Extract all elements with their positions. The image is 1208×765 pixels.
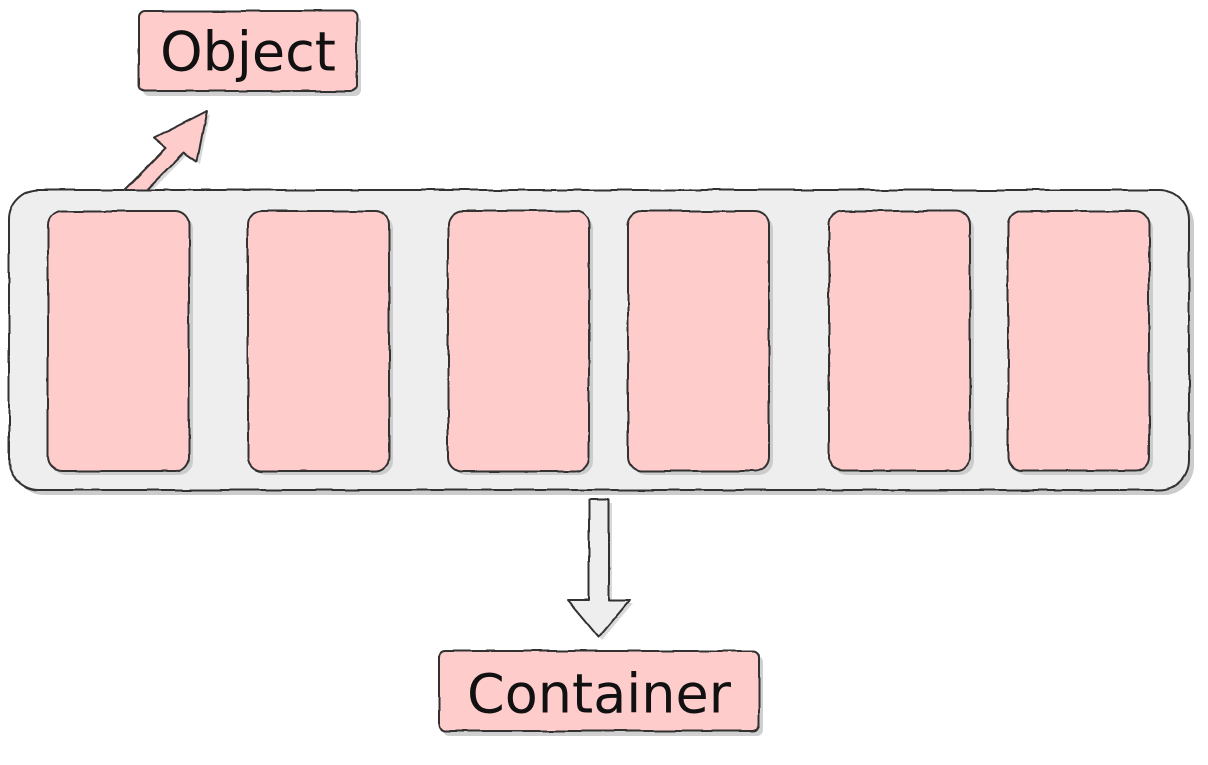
object-slot: [47, 210, 193, 475]
container-label-shape: [438, 650, 760, 732]
container-arrow: [567, 499, 633, 640]
object-label: Object: [160, 21, 336, 84]
object-slot: [828, 210, 974, 475]
object-slot: [447, 210, 593, 475]
object-label-box: Object: [138, 10, 361, 96]
object-slots: [47, 210, 1153, 475]
object-slot: [1007, 210, 1153, 475]
object-label-shape: [138, 10, 358, 92]
object-slot: [247, 210, 393, 475]
container-arrow-shape: [567, 499, 631, 638]
container-label: Container: [467, 663, 732, 726]
object-slot: [627, 210, 773, 475]
container-label-box: Container: [438, 650, 763, 736]
